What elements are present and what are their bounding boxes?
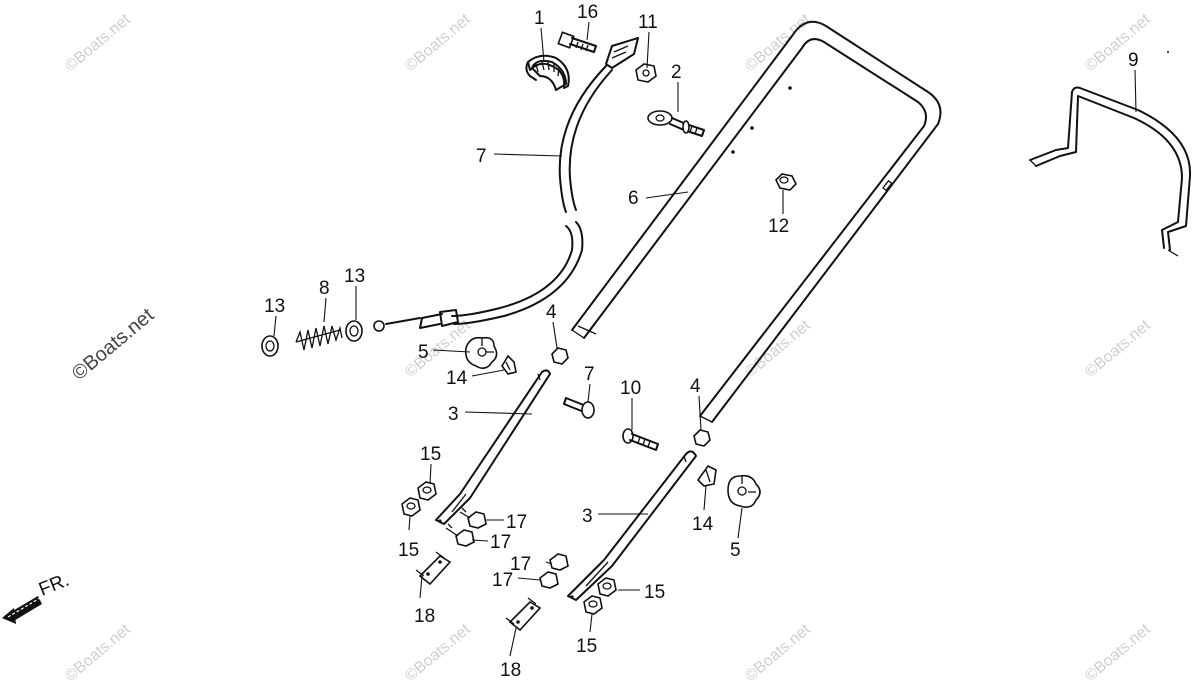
- callout-10: 10: [620, 378, 641, 399]
- wire-bracket-part-9[interactable]: [1029, 86, 1192, 257]
- callout-17: 17: [506, 512, 527, 533]
- nut-part-4[interactable]: [693, 429, 711, 447]
- bolt-part-17[interactable]: [459, 507, 487, 529]
- lower-handle-part-3[interactable]: [435, 369, 551, 525]
- eye-bolt-part-2[interactable]: [647, 110, 705, 137]
- nut-part-15[interactable]: [417, 481, 437, 501]
- callout-12: 12: [768, 216, 789, 237]
- upper-handle-part-6[interactable]: [571, 20, 942, 423]
- callout-14: 14: [446, 368, 468, 389]
- callout-15: 15: [398, 540, 419, 561]
- callout-4: 4: [546, 302, 557, 323]
- callout-16: 16: [577, 2, 598, 23]
- bolt-part-7[interactable]: [563, 397, 595, 419]
- bolt-part-17[interactable]: [549, 553, 569, 571]
- lower-handle-part-3[interactable]: [567, 450, 697, 601]
- nut-part-15[interactable]: [597, 577, 617, 597]
- spring-collar-part-13[interactable]: [345, 320, 363, 342]
- callout-14: 14: [692, 514, 714, 535]
- knob-part-5[interactable]: [727, 474, 761, 508]
- callout-17: 17: [490, 532, 511, 553]
- callout-7: 7: [476, 146, 487, 167]
- front-direction-label: FR.: [36, 570, 72, 601]
- callout-15: 15: [576, 636, 597, 657]
- callout-8: 8: [319, 278, 330, 299]
- clamp-part-14[interactable]: [696, 464, 717, 487]
- callout-6: 6: [628, 188, 639, 209]
- callout-3: 3: [448, 404, 459, 425]
- callout-15: 15: [644, 582, 665, 603]
- nut-part-11[interactable]: [635, 63, 657, 83]
- callout-leaders: [273, 21, 1137, 657]
- nut-part-15[interactable]: [401, 497, 421, 517]
- cable-clip-part-1[interactable]: [525, 54, 570, 91]
- callout-18: 18: [414, 606, 435, 627]
- bolt-part-17[interactable]: [539, 571, 559, 589]
- callout-7: 7: [584, 364, 595, 385]
- callout-2: 2: [671, 62, 682, 83]
- control-cable-part-7[interactable]: [373, 37, 639, 332]
- spring-part-8[interactable]: [295, 325, 343, 351]
- bolt-part-16[interactable]: [557, 31, 597, 53]
- callout-11: 11: [638, 12, 658, 33]
- bolt-part-10[interactable]: [622, 428, 659, 451]
- clamp-part-14[interactable]: [501, 354, 517, 375]
- callout-3: 3: [582, 506, 593, 527]
- bolt-part-17[interactable]: [445, 523, 475, 547]
- callout-4: 4: [690, 376, 701, 397]
- knob-part-5[interactable]: [464, 336, 498, 370]
- callout-15: 15: [420, 444, 441, 465]
- callout-13: 13: [264, 296, 285, 317]
- callout-9: 9: [1128, 50, 1139, 71]
- nut-part-12[interactable]: [775, 173, 797, 191]
- nut-part-15[interactable]: [583, 595, 603, 615]
- spring-collar-part-13[interactable]: [261, 335, 279, 357]
- callout-18: 18: [500, 660, 521, 681]
- callout-5: 5: [730, 540, 741, 561]
- plate-part-18[interactable]: [415, 551, 452, 586]
- callout-17: 17: [492, 570, 513, 591]
- speck: [1167, 51, 1169, 53]
- callout-17: 17: [510, 554, 531, 575]
- callout-1: 1: [534, 8, 545, 29]
- nut-part-4[interactable]: [551, 347, 569, 365]
- callout-13: 13: [344, 266, 365, 287]
- front-direction-arrow-icon: [2, 596, 42, 624]
- plate-part-18[interactable]: [505, 597, 542, 632]
- callout-5: 5: [418, 342, 429, 363]
